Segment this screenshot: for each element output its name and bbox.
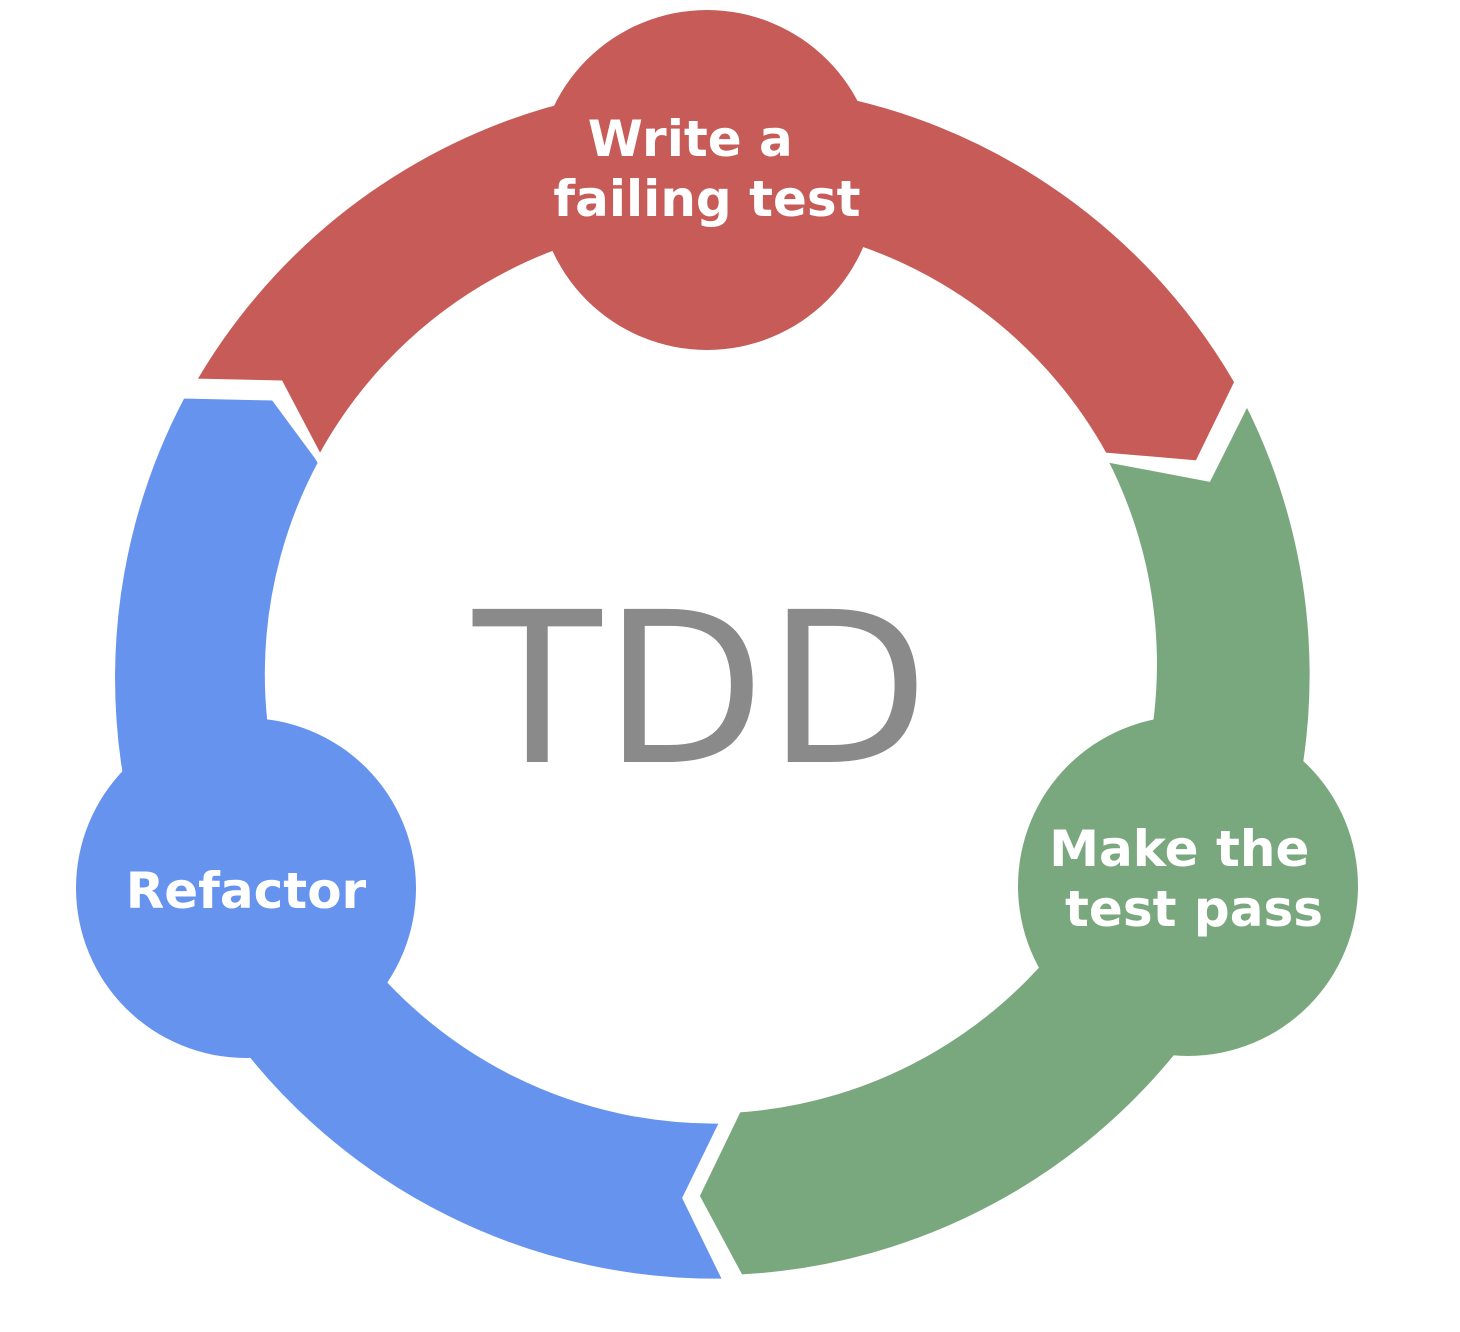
- pass-label: Make the test pass: [1049, 820, 1327, 938]
- center-label: TDD: [472, 567, 931, 812]
- refactor-segment: Refactor: [76, 391, 733, 1286]
- pass-label-line-2: test pass: [1065, 880, 1323, 938]
- pass-node: [1018, 716, 1358, 1056]
- write-segment: Write a failing test: [186, 10, 1242, 468]
- pass-segment: Make the test pass: [692, 392, 1358, 1282]
- refactor-label: Refactor: [126, 862, 367, 920]
- refactor-node: [76, 718, 416, 1058]
- write-arc: [186, 76, 1242, 468]
- write-label: Write a failing test: [553, 110, 860, 228]
- write-node: [537, 10, 877, 350]
- write-label-line-2: failing test: [553, 170, 860, 228]
- refactor-label-line-1: Refactor: [126, 862, 367, 920]
- write-label-line-1: Write a: [588, 110, 793, 168]
- pass-label-line-1: Make the: [1049, 820, 1309, 878]
